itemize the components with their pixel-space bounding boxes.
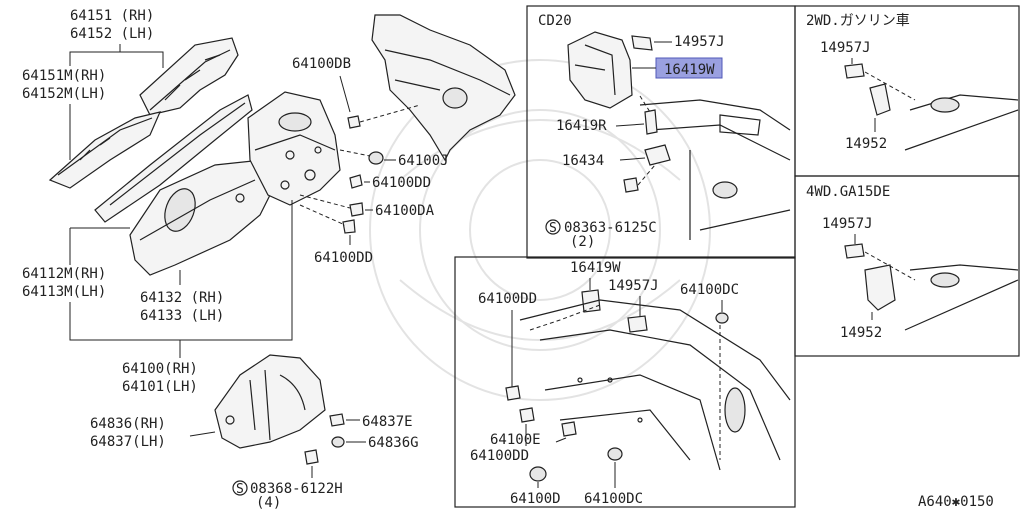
label-14957j-cd20[interactable]: 14957J xyxy=(674,34,725,50)
bracket-14952-4wd[interactable] xyxy=(864,264,896,311)
bolt-64837e[interactable] xyxy=(329,413,345,427)
bolt-14957j-cd20[interactable] xyxy=(631,35,653,51)
label-16419w-detail[interactable]: 16419W xyxy=(570,260,621,276)
label-64100db[interactable]: 64100DB xyxy=(292,56,351,72)
label-64100dd-a[interactable]: 64100DD xyxy=(372,175,431,191)
clip-64100dd-a[interactable] xyxy=(349,174,363,189)
plug-64100dc-b[interactable] xyxy=(607,447,623,461)
label-16434[interactable]: 16434 xyxy=(562,153,604,169)
screw-symbol-text: S xyxy=(236,482,244,497)
clip-16419r[interactable] xyxy=(644,109,658,135)
part-hoodledge-main[interactable] xyxy=(129,159,271,276)
part-bracket-64836[interactable] xyxy=(214,354,326,449)
part-hood-ledge-upper[interactable] xyxy=(139,37,239,116)
panel-4wd-title: 4WD.GA15DE xyxy=(806,184,890,200)
clip-16419w-detail[interactable] xyxy=(581,289,601,313)
label-64151m[interactable]: 64151M(RH) xyxy=(22,68,106,84)
label-16419w-cd20[interactable]: 16419W xyxy=(664,62,715,78)
grommet-64100d[interactable] xyxy=(529,466,547,482)
clip-64100e[interactable] xyxy=(561,421,577,437)
label-64133[interactable]: 64133 (LH) xyxy=(140,308,224,324)
label-08368[interactable]: 08368-6122H xyxy=(250,481,343,497)
clip-64100da[interactable] xyxy=(349,202,364,217)
bracket-14952-2wd[interactable] xyxy=(869,83,891,116)
label-64152m[interactable]: 64152M(LH) xyxy=(22,86,106,102)
label-64101[interactable]: 64101(LH) xyxy=(122,379,198,395)
cd20-title: CD20 xyxy=(538,13,572,29)
label-14957j-detail[interactable]: 14957J xyxy=(608,278,659,294)
label-64100dc-b[interactable]: 64100DC xyxy=(584,491,643,507)
part-strut-tower[interactable] xyxy=(247,91,341,206)
label-14952-4wd[interactable]: 14952 xyxy=(840,325,882,341)
label-64113m[interactable]: 64113M(LH) xyxy=(22,284,106,300)
label-64100dd-b[interactable]: 64100DD xyxy=(314,250,373,266)
bolt-14957j-4wd[interactable] xyxy=(844,243,865,259)
screw-symbol-icon-cd20 xyxy=(545,219,561,235)
label-14957j-4wd[interactable]: 14957J xyxy=(822,216,873,232)
label-64152[interactable]: 64152 (LH) xyxy=(70,26,154,42)
label-64100da[interactable]: 64100DA xyxy=(375,203,435,219)
grommet-64100j[interactable] xyxy=(368,151,384,165)
bolt-14957j-2wd[interactable] xyxy=(844,63,865,79)
diagram-code: A640✱0150 xyxy=(918,494,994,510)
label-64100dd-detail2[interactable]: 64100DD xyxy=(470,448,529,464)
part-4wd-body xyxy=(864,251,1019,331)
label-64100dc-a[interactable]: 64100DC xyxy=(680,282,739,298)
part-2wd-body xyxy=(864,71,1019,151)
part-hood-ledge-reinforcement[interactable] xyxy=(48,111,162,189)
washer-64836g[interactable] xyxy=(331,436,345,448)
clip-64100dd-b[interactable] xyxy=(342,219,356,234)
plug-64100dc-a[interactable] xyxy=(715,312,729,324)
label-64112m[interactable]: 64112M(RH) xyxy=(22,266,106,282)
part-detail-body xyxy=(519,299,791,471)
clip-64100dd-detail2[interactable] xyxy=(519,407,535,423)
detail-panel xyxy=(454,256,796,508)
label-64100[interactable]: 64100(RH) xyxy=(122,361,198,377)
part-cd20-bracket[interactable] xyxy=(567,31,633,109)
label-64100dd-detail[interactable]: 64100DD xyxy=(478,291,537,307)
label-64837[interactable]: 64837(LH) xyxy=(90,434,166,450)
label-14957j-2wd[interactable]: 14957J xyxy=(820,40,871,56)
screw-symbol-icon xyxy=(232,480,248,496)
label-64837e[interactable]: 64837E xyxy=(362,414,413,430)
screw-symbol-text-cd20: S xyxy=(549,221,557,236)
label-64836g[interactable]: 64836G xyxy=(368,435,419,451)
bracket-16434[interactable] xyxy=(644,144,671,166)
label-14952-2wd[interactable]: 14952 xyxy=(845,136,887,152)
part-cd20-body xyxy=(639,99,791,240)
bolt-08363[interactable] xyxy=(623,177,639,193)
label-64100d[interactable]: 64100D xyxy=(510,491,561,507)
clip-64100dd-detail[interactable] xyxy=(505,385,521,401)
label-08363-qty: (2) xyxy=(570,234,595,250)
part-dash-panel[interactable] xyxy=(371,14,516,162)
screw-08368[interactable] xyxy=(304,449,319,465)
label-08363[interactable]: 08363-6125C xyxy=(564,220,657,236)
bolt-14957j-detail[interactable] xyxy=(627,315,648,333)
label-64132[interactable]: 64132 (RH) xyxy=(140,290,224,306)
label-64836[interactable]: 64836(RH) xyxy=(90,416,166,432)
clip-64100db[interactable] xyxy=(347,115,361,129)
part-apron-reinforcement[interactable] xyxy=(94,94,253,223)
label-64100j[interactable]: 64100J xyxy=(398,153,449,169)
label-64151[interactable]: 64151 (RH) xyxy=(70,8,154,24)
panel-2wd xyxy=(794,5,1020,177)
label-08368-qty: (4) xyxy=(256,495,281,510)
label-64100e[interactable]: 64100E xyxy=(490,432,541,448)
panel-2wd-title: 2WD.ガソリン車 xyxy=(806,12,910,29)
label-16419r[interactable]: 16419R xyxy=(556,118,607,134)
